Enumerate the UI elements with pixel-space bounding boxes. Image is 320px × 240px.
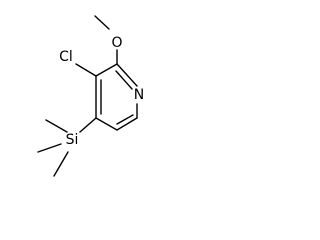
bond-si-methyl-2: [37, 143, 62, 153]
bond-c5-c6: [116, 117, 138, 131]
structure-canvas: O N Cl Si: [0, 0, 162, 191]
bond-si-methyl-3: [53, 151, 69, 177]
silicon-label: Si: [66, 132, 79, 148]
bond-c3-cl: [75, 63, 97, 77]
bond-c5-c6-inner: [116, 114, 134, 125]
bond-n1-c2-inner: [115, 70, 133, 90]
bond-o-ch3: [94, 15, 110, 30]
bond-c2-c3: [95, 63, 118, 77]
chlorine-label: Cl: [59, 49, 73, 65]
bond-c4-c5: [95, 117, 118, 131]
molecule-structure: O N Cl Si: [37, 15, 144, 177]
nitrogen-label: N: [134, 87, 144, 103]
oxygen-label: O: [111, 35, 122, 51]
bond-si-methyl-1: [45, 119, 68, 133]
bond-n1-c2: [116, 63, 138, 87]
bond-c4-si: [79, 117, 97, 133]
